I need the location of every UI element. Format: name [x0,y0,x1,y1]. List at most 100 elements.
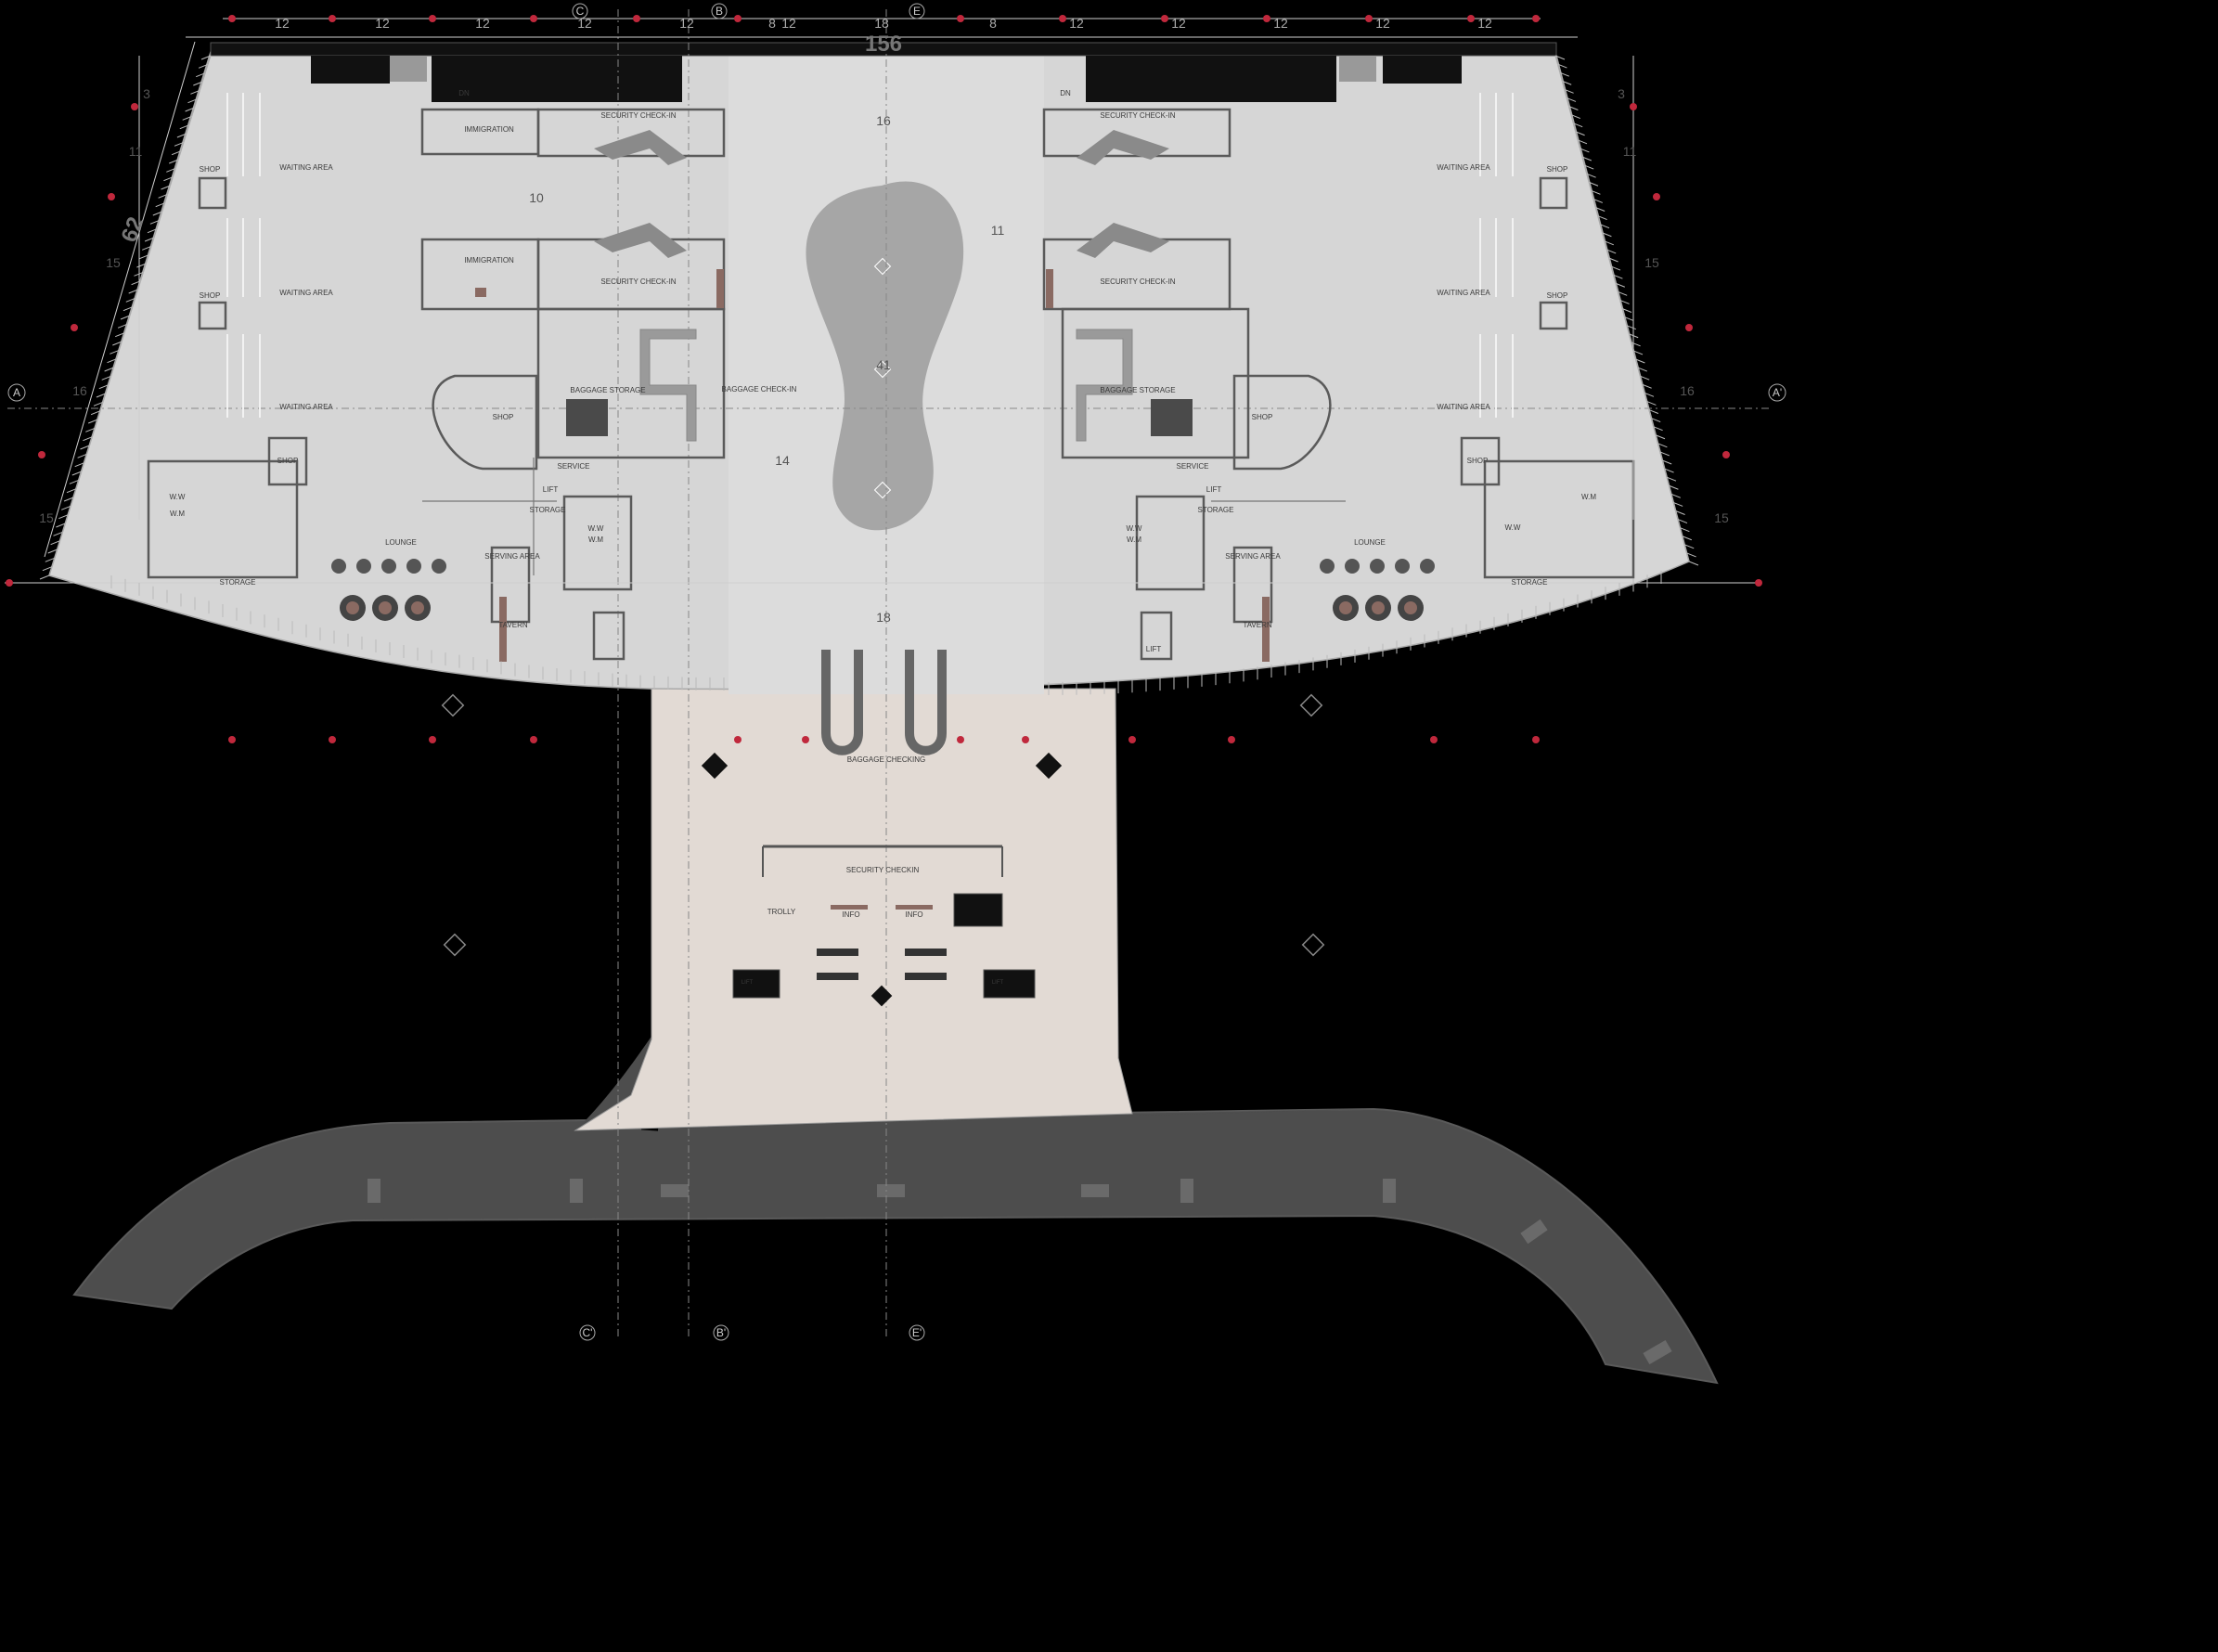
svg-text:3: 3 [143,86,150,101]
svg-text:16: 16 [1680,383,1695,398]
stair-down-left: DN [458,89,470,97]
svg-text:12: 12 [1477,16,1492,31]
svg-text:TAVERN: TAVERN [1243,621,1271,629]
svg-text:IMMIGRATION: IMMIGRATION [464,256,514,265]
axis-label-top-e: E [913,5,921,18]
svg-text:15: 15 [39,510,54,525]
stair-down-right: DN [1060,89,1071,97]
svg-text:SHOP: SHOP [1252,413,1273,421]
svg-text:14: 14 [775,453,790,468]
security-scanners-left [594,130,687,258]
top-void-right [1086,56,1336,102]
svg-text:SECURITY CHECK-IN: SECURITY CHECK-IN [600,111,676,120]
left-room-labels: IMMIGRATION IMMIGRATION SECURITY CHECK-I… [170,111,797,629]
svg-text:INFO: INFO [905,910,922,919]
left-side-dimensions: 3 11 15 16 15 [39,86,150,525]
svg-text:11: 11 [991,223,1005,238]
axis-label-bottom-e: E' [912,1326,922,1339]
svg-text:LOUNGE: LOUNGE [1354,538,1386,547]
overall-width-dimension: 156 [865,32,902,57]
svg-text:LIFT: LIFT [992,980,1004,986]
svg-text:WAITING AREA: WAITING AREA [1437,403,1490,411]
site-markers [441,693,1325,957]
lounge-seating-left [331,559,446,621]
svg-text:TROLLY: TROLLY [767,908,796,916]
svg-text:12: 12 [375,16,390,31]
road-markings [368,1179,1672,1365]
svg-text:18: 18 [874,16,889,31]
diagonal-dimension: 62 [117,213,149,245]
left-wing-walls [147,108,726,661]
svg-text:3: 3 [1618,86,1625,101]
svg-text:WAITING AREA: WAITING AREA [279,163,333,172]
waiting-seat-rows [226,93,1514,418]
svg-text:WAITING AREA: WAITING AREA [279,289,333,297]
svg-text:41: 41 [876,357,891,372]
svg-text:W.W: W.W [1505,523,1521,532]
baggage-conveyor-left [639,329,697,442]
svg-text:12: 12 [1375,16,1390,31]
svg-text:12: 12 [275,16,290,31]
top-dimensions: 12 12 12 12 12 12 12 8 18 8 12 12 12 12 … [275,16,1492,31]
svg-text:WAITING AREA: WAITING AREA [279,403,333,411]
svg-text:STORAGE: STORAGE [1512,578,1548,587]
accent-strips-left [475,269,724,662]
svg-text:SHOP: SHOP [1547,291,1568,300]
baggage-claim-loops [821,650,947,755]
svg-text:BAGGAGE STORAGE: BAGGAGE STORAGE [1100,386,1175,394]
grid-dots [6,15,1762,743]
grid-lines [7,9,1773,1336]
axis-label-top-c: C [576,5,585,18]
stair-block-left [311,56,390,84]
svg-text:15: 15 [1644,255,1659,270]
svg-text:IMMIGRATION: IMMIGRATION [464,125,514,134]
svg-text:SERVING AREA: SERVING AREA [484,552,540,561]
accent-strips-right [1046,269,1270,662]
svg-text:8: 8 [989,16,997,31]
axis-bubbles [7,3,1786,1341]
svg-text:W.M: W.M [170,510,185,518]
svg-text:W.M: W.M [1127,536,1141,544]
access-road [72,1107,1719,1385]
entrance-labels: BAGGAGE CHECKING SECURITY CHECKIN TROLLY… [741,755,1004,986]
svg-text:12: 12 [1069,16,1084,31]
svg-text:15: 15 [1714,510,1729,525]
svg-text:STORAGE: STORAGE [1198,506,1234,514]
baggage-storage-left-block [566,399,608,436]
svg-text:12: 12 [1273,16,1288,31]
facade-hatch-ticks [39,55,1699,695]
svg-text:INFO: INFO [842,910,859,919]
svg-text:SERVICE: SERVICE [1177,462,1209,471]
svg-text:11: 11 [1623,144,1637,159]
svg-text:LIFT: LIFT [1146,645,1162,653]
svg-text:12: 12 [577,16,592,31]
svg-text:LIFT: LIFT [543,485,559,494]
svg-text:SHOP: SHOP [493,413,514,421]
svg-text:SHOP: SHOP [200,291,221,300]
svg-text:12: 12 [679,16,694,31]
interior-dimensions: 16 10 11 41 14 18 [529,113,1004,625]
svg-text:SHOP: SHOP [1467,457,1489,465]
axis-label-bottom-b: B' [716,1326,726,1339]
svg-text:SECURITY CHECK-IN: SECURITY CHECK-IN [1100,277,1175,286]
baggage-conveyor-right [1076,329,1133,442]
svg-text:12: 12 [1171,16,1186,31]
svg-text:11: 11 [129,144,143,159]
svg-text:SHOP: SHOP [277,457,299,465]
svg-text:BAGGAGE STORAGE: BAGGAGE STORAGE [570,386,645,394]
svg-text:SERVING AREA: SERVING AREA [1225,552,1281,561]
svg-text:8: 8 [768,16,776,31]
svg-text:16: 16 [876,113,891,128]
svg-text:BAGGAGE CHECKING: BAGGAGE CHECKING [847,755,925,764]
baggage-storage-right-block [1151,399,1193,436]
svg-text:STORAGE: STORAGE [220,578,256,587]
svg-text:SHOP: SHOP [1547,165,1568,174]
svg-text:W.M: W.M [1581,493,1596,501]
svg-text:WAITING AREA: WAITING AREA [1437,289,1490,297]
svg-text:W.M: W.M [588,536,603,544]
dimension-lines [5,18,1759,584]
svg-text:WAITING AREA: WAITING AREA [1437,163,1490,172]
svg-text:SECURITY CHECK-IN: SECURITY CHECK-IN [1100,111,1175,120]
axis-label-right: A' [1773,386,1782,399]
